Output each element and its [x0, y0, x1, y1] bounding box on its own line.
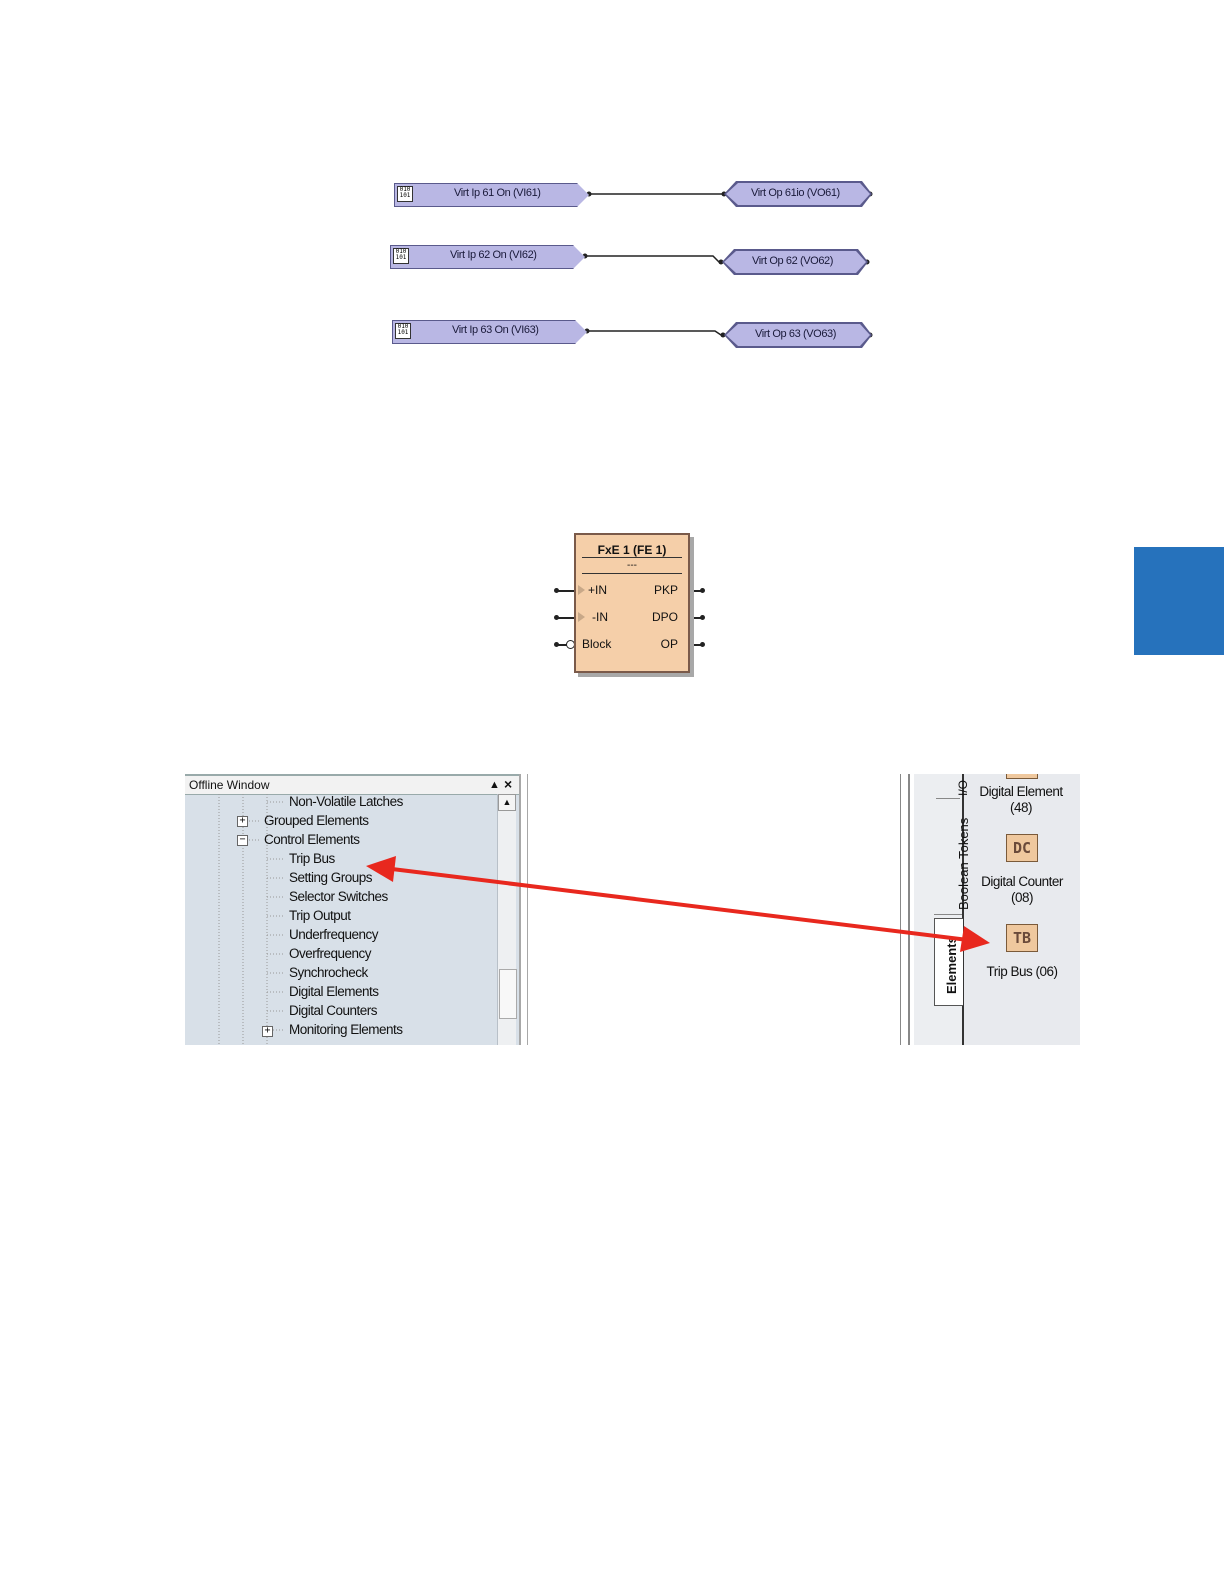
input-label-block: Block	[582, 637, 612, 651]
close-icon[interactable]: ×	[504, 776, 513, 792]
fxe-title: FxE 1 (FE 1)	[597, 543, 667, 557]
output-pin-dot[interactable]	[700, 642, 705, 647]
expand-plus-icon[interactable]: +	[237, 816, 248, 827]
virtual-input-label: Virt Ip 63 On (VI63)	[452, 324, 539, 336]
virtual-input-vi63[interactable]: 010 101 Virt Ip 63 On (VI63)	[392, 320, 592, 346]
input-label-plus-in: +IN	[588, 583, 608, 597]
tree-item-underfrequency[interactable]: Underfrequency	[289, 927, 379, 942]
input-triangle-icon	[578, 585, 585, 595]
output-pin-dot[interactable]	[700, 588, 705, 593]
tree-item-selector-switches[interactable]: Selector Switches	[289, 889, 388, 904]
input-pin-dot[interactable]	[554, 615, 559, 620]
output-label-op: OP	[660, 637, 678, 651]
input-label-minus-in: -IN	[592, 610, 608, 624]
tree-item-trip-bus[interactable]: Trip Bus	[289, 851, 335, 866]
fxe-subtitle: ---	[627, 560, 637, 571]
digital-counter-icon[interactable]: DC	[1006, 834, 1038, 862]
offline-window-header: Offline Window ▲ ×	[185, 774, 527, 795]
binary-input-icon: 010 101	[393, 248, 409, 264]
tree-scrollbar[interactable]: ▲	[497, 794, 517, 1045]
virtual-input-label: Virt Ip 61 On (VI61)	[454, 187, 541, 199]
arrow-head-left-icon	[366, 856, 396, 882]
digital-element-icon[interactable]	[1006, 774, 1038, 779]
tree-item-non-volatile-latches[interactable]: Non-Volatile Latches	[289, 794, 403, 809]
arrow-head-right-icon	[960, 926, 990, 952]
scroll-up-arrow-icon[interactable]: ▲	[498, 794, 516, 811]
virtual-output-vo61[interactable]: Virt Op 61io (VO61)	[724, 183, 872, 209]
scrollbar-thumb[interactable]	[499, 969, 517, 1019]
tree-item-setting-groups[interactable]: Setting Groups	[289, 870, 373, 885]
trip-bus-icon[interactable]: TB	[1006, 924, 1038, 952]
virtual-input-label: Virt Ip 62 On (VI62)	[450, 249, 537, 261]
virtual-input-vi62[interactable]: 010 101 Virt Ip 62 On (VI62)	[390, 245, 590, 271]
virtual-output-label: Virt Op 63 (VO63)	[755, 328, 837, 340]
virtual-input-vi61[interactable]: 010 101 Virt Ip 61 On (VI61)	[394, 183, 594, 209]
tree-item-synchrocheck[interactable]: Synchrocheck	[289, 965, 368, 980]
virtual-output-label: Virt Op 62 (VO62)	[752, 255, 834, 267]
binary-input-icon: 010 101	[395, 323, 411, 339]
fxe-block-body[interactable]: FxE 1 (FE 1) --- +IN -IN Block PKP DPO O…	[574, 533, 690, 673]
digital-counter-label[interactable]: Digital Counter(08)	[981, 874, 1063, 905]
chapter-tab	[1134, 547, 1224, 655]
panel-splitter	[519, 774, 546, 1045]
expand-plus-icon[interactable]: +	[262, 1026, 273, 1037]
input-triangle-icon	[578, 612, 585, 622]
output-label-dpo: DPO	[651, 610, 678, 624]
output-pin-dot[interactable]	[700, 615, 705, 620]
digital-element-label[interactable]: Digital Element(48)	[979, 784, 1063, 815]
tree-item-control-elements[interactable]: Control Elements	[264, 832, 360, 847]
tree-item-digital-counters[interactable]: Digital Counters	[289, 1003, 378, 1018]
output-label-pkp: PKP	[653, 583, 678, 597]
input-pin-dot[interactable]	[554, 588, 559, 593]
collapse-minus-icon[interactable]: −	[237, 835, 248, 846]
tree-item-overfrequency[interactable]: Overfrequency	[289, 946, 372, 961]
toolbox-panel: I/O Boolean Tokens Elements Digital Elem…	[890, 774, 1080, 1045]
tree-item-digital-elements[interactable]: Digital Elements	[289, 984, 379, 999]
tab-elements-active[interactable]	[934, 918, 963, 1006]
binary-input-icon: 010 101	[397, 186, 413, 202]
toolbox-splitter	[890, 774, 914, 1045]
vertical-tab-strip: I/O Boolean Tokens Elements	[914, 774, 971, 1045]
tree-item-monitoring-elements[interactable]: Monitoring Elements	[289, 1022, 403, 1037]
input-pin-dot[interactable]	[554, 642, 559, 647]
offline-window-title: Offline Window	[189, 778, 270, 792]
trip-bus-label[interactable]: Trip Bus (06)	[986, 964, 1058, 979]
virtual-output-vo63[interactable]: Virt Op 63 (VO63)	[724, 324, 872, 350]
tree-item-trip-output[interactable]: Trip Output	[289, 908, 351, 923]
offline-window-panel: Offline Window ▲ × Non-Volatile Latches …	[185, 774, 546, 1045]
pin-icon[interactable]: ▲	[489, 779, 500, 791]
tree-item-grouped-elements[interactable]: Grouped Elements	[264, 813, 369, 828]
virtual-output-vo62[interactable]: Virt Op 62 (VO62)	[722, 251, 868, 277]
virtual-output-label: Virt Op 61io (VO61)	[751, 187, 840, 199]
